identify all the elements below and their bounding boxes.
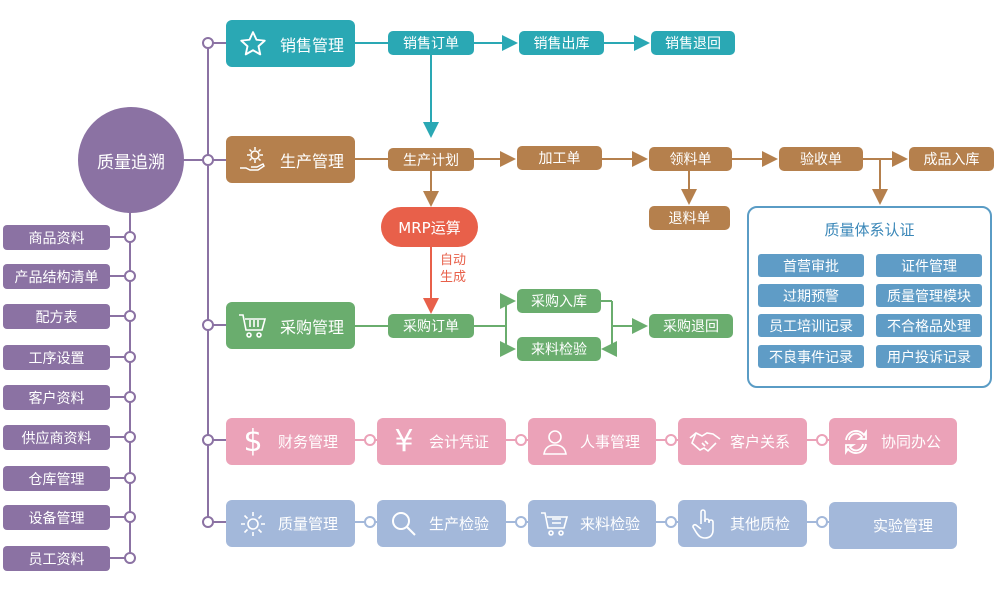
finance-label: 财务管理 xyxy=(278,433,339,451)
production-inspection-label: 生产检验 xyxy=(429,515,490,533)
production-module-label: 生产管理 xyxy=(280,151,345,171)
sales-module[interactable]: 销售管理 xyxy=(226,20,355,67)
inspection-order[interactable]: 验收单 xyxy=(779,147,863,171)
crm-label: 客户关系 xyxy=(730,433,791,451)
process-order[interactable]: 加工单 xyxy=(517,146,602,170)
mrp-calculation[interactable]: MRP运算 xyxy=(381,207,478,247)
sales-outbound[interactable]: 销售出库 xyxy=(519,31,604,55)
gear-icon xyxy=(236,507,270,541)
sales-module-label: 销售管理 xyxy=(280,35,345,55)
picking-order[interactable]: 领料单 xyxy=(649,147,732,171)
crm-card[interactable]: 客户关系 xyxy=(678,418,807,465)
hr-card[interactable]: 人事管理 xyxy=(528,418,656,465)
hand-pointer-icon xyxy=(688,507,722,541)
left-item-supplier-data[interactable]: 供应商资料 xyxy=(3,425,110,450)
voucher-card[interactable]: ¥ 会计凭证 xyxy=(377,418,506,465)
other-inspection-card[interactable]: 其他质检 xyxy=(678,500,807,547)
lab-mgmt-label: 实验管理 xyxy=(872,517,933,535)
collab-label: 协同办公 xyxy=(881,433,942,451)
other-inspection-label: 其他质检 xyxy=(730,515,791,533)
production-plan[interactable]: 生产计划 xyxy=(388,148,474,171)
production-module[interactable]: 生产管理 xyxy=(226,136,355,183)
left-item-equipment[interactable]: 设备管理 xyxy=(3,505,110,530)
auto-generate-line1: 自动 xyxy=(439,253,466,268)
sales-order[interactable]: 销售订单 xyxy=(388,31,474,55)
purchase-module[interactable]: 采购管理 xyxy=(226,302,355,349)
dollar-icon: $ xyxy=(243,424,263,459)
qs-nonconforming-handling[interactable]: 不合格品处理 xyxy=(876,314,982,337)
qs-first-approval[interactable]: 首营审批 xyxy=(758,254,864,277)
qs-expiry-warning[interactable]: 过期预警 xyxy=(758,284,864,307)
left-item-bom[interactable]: 产品结构清单 xyxy=(3,264,110,289)
left-item-customer-data[interactable]: 客户资料 xyxy=(3,385,110,410)
incoming-inspection[interactable]: 来料检验 xyxy=(517,337,601,361)
hub-circle[interactable]: 质量追溯 xyxy=(78,107,184,213)
star-icon xyxy=(236,27,270,61)
qs-adverse-event-records[interactable]: 不良事件记录 xyxy=(758,345,864,368)
magnifier-icon xyxy=(387,507,421,541)
left-item-process-settings[interactable]: 工序设置 xyxy=(3,345,110,370)
collab-card[interactable]: 协同办公 xyxy=(829,418,957,465)
auto-generate-line2: 生成 xyxy=(439,270,466,285)
finished-goods-inbound[interactable]: 成品入库 xyxy=(909,147,994,171)
sync-icon xyxy=(839,425,873,459)
hr-label: 人事管理 xyxy=(580,433,641,451)
qs-certificate-management[interactable]: 证件管理 xyxy=(876,254,982,277)
purchase-inbound[interactable]: 采购入库 xyxy=(517,289,601,313)
left-item-formula[interactable]: 配方表 xyxy=(3,304,110,329)
incoming-inspection-label: 来料检验 xyxy=(580,515,641,533)
qs-complaint-records[interactable]: 用户投诉记录 xyxy=(876,345,982,368)
finance-card[interactable]: $ 财务管理 xyxy=(226,418,355,465)
gear-hand-icon xyxy=(236,143,270,177)
auto-generate-label: 自动 生成 xyxy=(437,252,469,286)
quality-system-title: 质量体系认证 xyxy=(824,221,915,239)
voucher-label: 会计凭证 xyxy=(429,433,490,451)
qs-quality-module[interactable]: 质量管理模块 xyxy=(876,284,982,307)
cart-icon xyxy=(236,309,270,343)
lab-mgmt-card[interactable]: 实验管理 xyxy=(829,502,957,549)
incoming-inspection-card[interactable]: 来料检验 xyxy=(528,500,656,547)
purchase-module-label: 采购管理 xyxy=(280,317,345,337)
quality-mgmt-card[interactable]: 质量管理 xyxy=(226,500,355,547)
production-inspection-card[interactable]: 生产检验 xyxy=(377,500,506,547)
hub-title: 质量追溯 xyxy=(97,152,165,173)
quality-mgmt-label: 质量管理 xyxy=(278,515,339,533)
purchase-return[interactable]: 采购退回 xyxy=(649,314,733,338)
cart-list-icon xyxy=(538,507,572,541)
qs-training-records[interactable]: 员工培训记录 xyxy=(758,314,864,337)
person-icon xyxy=(538,425,572,459)
left-item-warehouse[interactable]: 仓库管理 xyxy=(3,466,110,491)
material-return-order[interactable]: 退料单 xyxy=(649,206,730,230)
handshake-icon xyxy=(688,425,722,459)
yen-icon: ¥ xyxy=(394,424,414,459)
left-item-product-data[interactable]: 商品资料 xyxy=(3,225,110,250)
sales-return[interactable]: 销售退回 xyxy=(651,31,735,55)
left-item-employee-data[interactable]: 员工资料 xyxy=(3,546,110,571)
purchase-order[interactable]: 采购订单 xyxy=(388,314,474,338)
